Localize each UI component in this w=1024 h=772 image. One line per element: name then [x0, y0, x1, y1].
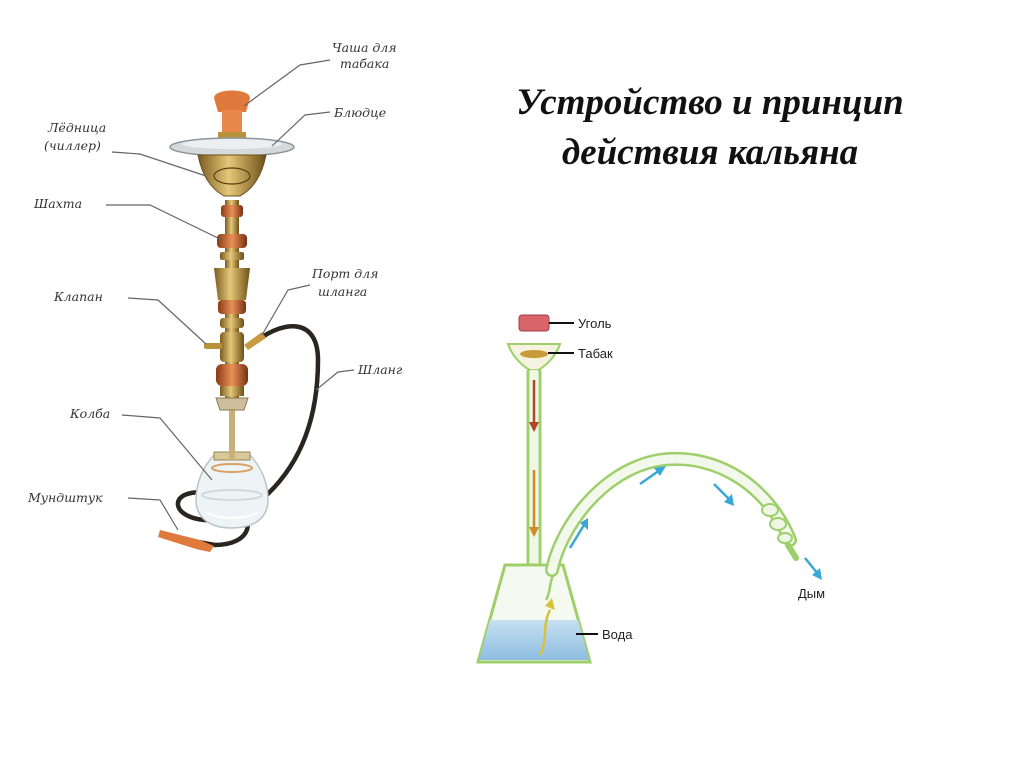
- leader-chiller: [111, 151, 207, 177]
- label-water: Вода: [602, 627, 633, 642]
- hookah-labels: Чаша для табака Блюдце Лёдница (чиллер) …: [27, 40, 403, 505]
- leader-plate: [271, 111, 331, 147]
- label-coal: Уголь: [578, 316, 612, 331]
- leader-hose: [315, 369, 355, 391]
- arrow-bubble: [538, 609, 552, 656]
- arrow-smoke-1: [568, 524, 586, 549]
- slide-title: Устройство и принцип действия кальяна: [440, 78, 980, 178]
- principle-diagram: Уголь Табак Вода: [476, 314, 825, 664]
- leader-bowl: [243, 59, 331, 107]
- title-line-1: Устройство и принцип: [516, 82, 904, 123]
- label-smoke: Дым: [798, 586, 825, 601]
- leader-lines-left: [106, 59, 355, 531]
- label-mouthpiece: Мундштук: [27, 490, 103, 505]
- label-flask: Колба: [69, 406, 110, 421]
- leader-valve: [127, 297, 207, 345]
- label-valve: Клапан: [53, 289, 103, 304]
- hookah-illustration: [158, 90, 321, 552]
- label-port-1: Порт для: [311, 266, 378, 281]
- label-tobacco: Табак: [578, 346, 613, 361]
- title-line-2: действия кальяна: [561, 132, 859, 173]
- valve-shape: [204, 343, 222, 349]
- leader-port: [261, 284, 311, 336]
- hose-tube: [545, 451, 797, 577]
- label-shaft: Шахта: [33, 196, 82, 211]
- label-bowl-2: табака: [340, 56, 389, 71]
- label-plate: Блюдце: [333, 105, 386, 120]
- coal-shape: [518, 314, 550, 332]
- label-hose: Шланг: [357, 362, 403, 377]
- arrow-smoke-3: [713, 483, 731, 501]
- label-chiller-1: Лёдница: [47, 120, 106, 135]
- port-shape: [244, 332, 266, 350]
- arrow-smoke-4: [804, 557, 819, 575]
- flask-shape: [195, 454, 269, 529]
- arrow-smoke-2: [639, 468, 661, 486]
- leader-shaft: [106, 204, 223, 241]
- bowl-shape: [214, 90, 250, 112]
- leader-flask: [121, 414, 213, 481]
- label-port-2: шланга: [318, 284, 367, 299]
- leader-mouthpiece: [127, 497, 179, 531]
- water-body: [479, 620, 589, 660]
- chiller-shape: [197, 154, 267, 197]
- mouthpiece-shape: [158, 530, 214, 552]
- label-bowl-1: Чаша для: [332, 40, 397, 55]
- label-chiller-2: (чиллер): [44, 138, 101, 153]
